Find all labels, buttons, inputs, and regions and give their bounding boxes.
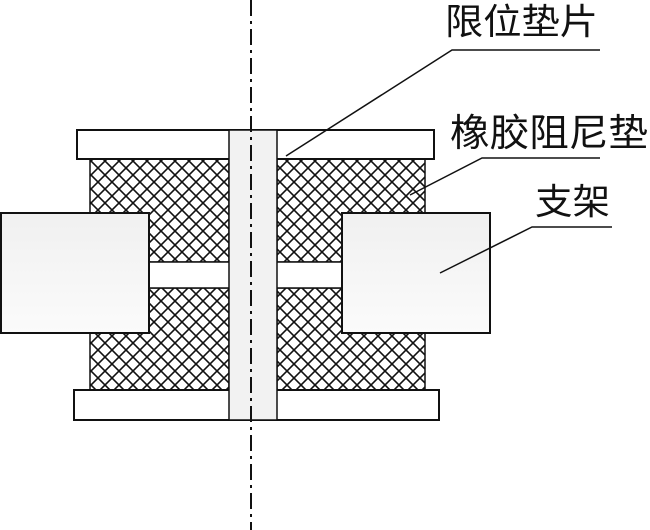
bracket-left (0, 212, 150, 334)
label-limit-washer: 限位垫片 (445, 2, 598, 43)
leader-rubber-pad (409, 157, 600, 196)
bolt (228, 129, 278, 421)
label-bracket: 支架 (535, 182, 610, 223)
leader-limit-washer (285, 49, 600, 157)
bracket-right (341, 212, 491, 334)
label-rubber-damping-pad: 橡胶阻尼垫 (450, 111, 648, 155)
leader-bracket (439, 226, 612, 274)
